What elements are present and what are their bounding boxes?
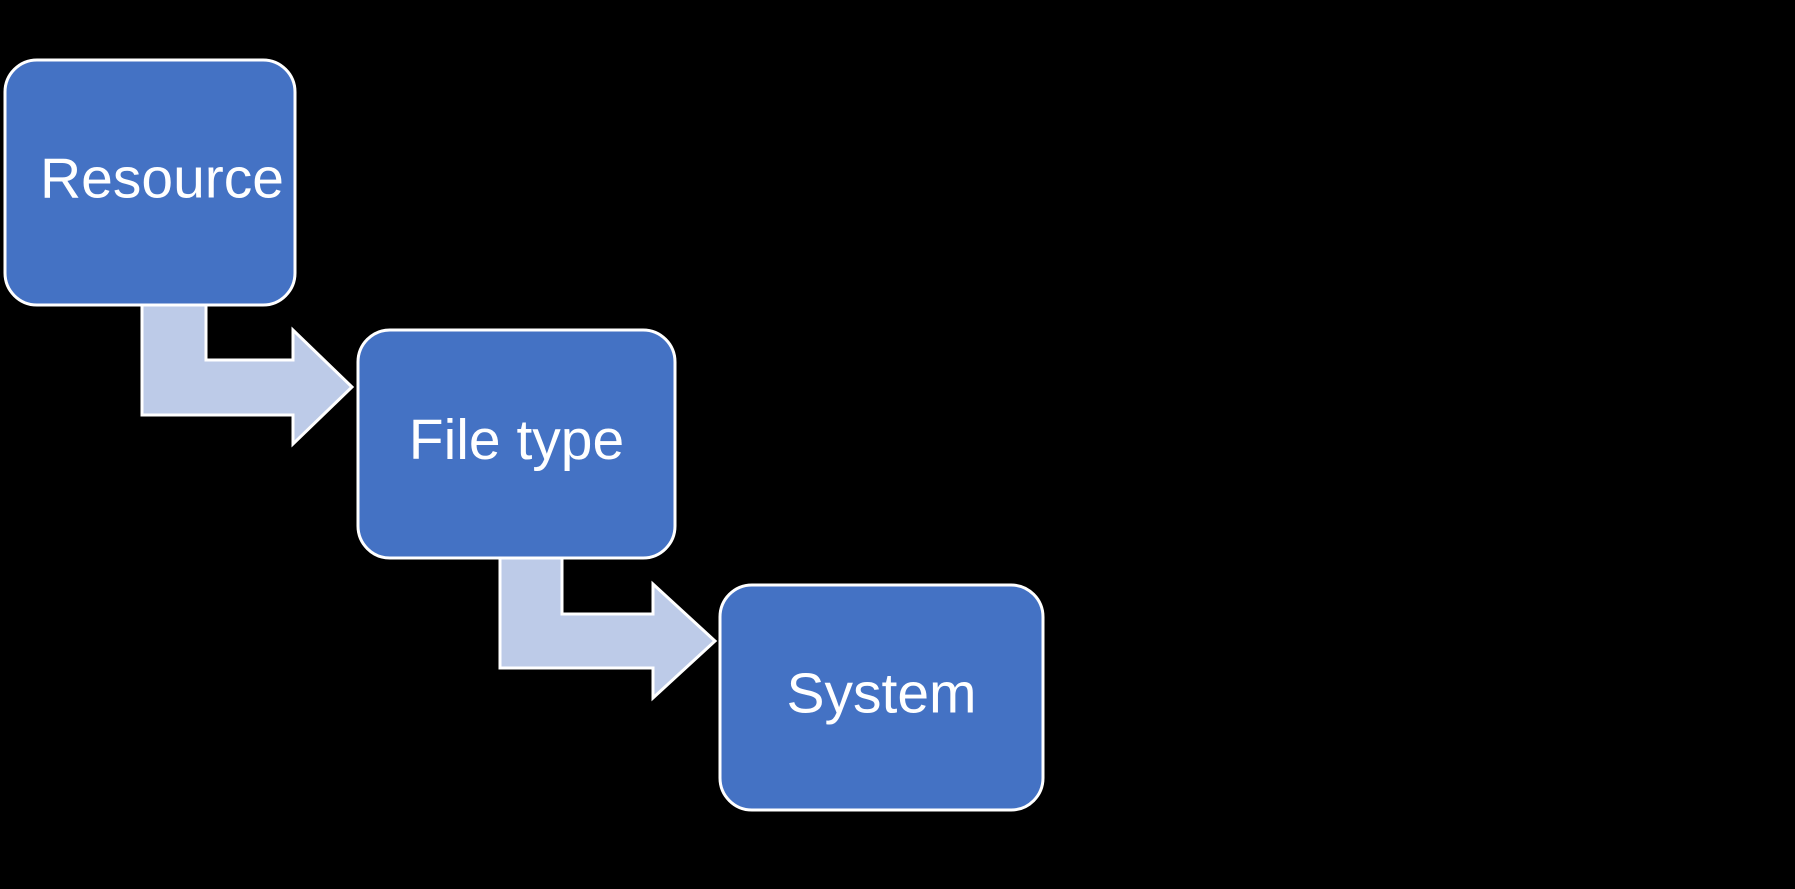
node-system-box <box>718 583 1045 812</box>
node-file-type[interactable]: File type <box>356 328 677 560</box>
elbow-arrow-shape <box>498 554 718 702</box>
node-resource-box <box>3 58 297 307</box>
connector-file-type-to-system[interactable] <box>498 554 718 702</box>
connector-resource-to-file-type[interactable] <box>140 301 355 448</box>
node-resource[interactable]: Resource <box>3 58 297 307</box>
node-resource-label: Resource <box>40 147 284 211</box>
node-file-type-label: File type <box>409 408 624 472</box>
node-system-label: System <box>786 662 976 726</box>
elbow-arrow-shape <box>140 301 355 448</box>
node-system[interactable]: System <box>718 583 1045 812</box>
node-file-type-box <box>356 328 677 560</box>
